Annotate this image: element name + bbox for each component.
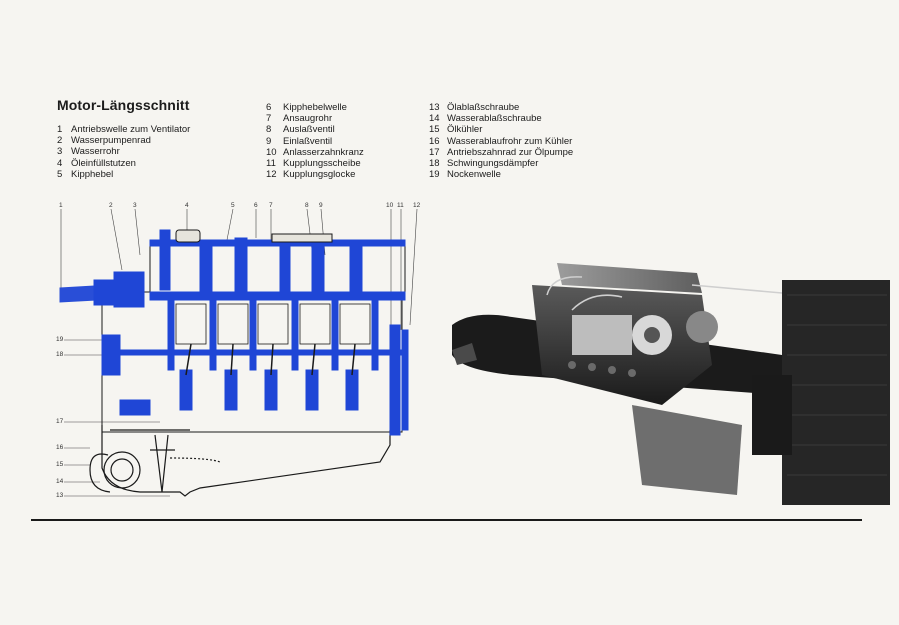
callout-number: 7 [269,202,273,209]
legend-text: Wasserablaßschraube [447,113,542,125]
legend-item: 3 Wasserrohr [57,146,190,157]
legend-item: 15 Ölkühler [429,124,573,135]
callout-number: 2 [109,202,113,209]
callout-number: 16 [56,444,64,451]
callout-number: 9 [319,202,323,209]
legend-item: 9 Einlaßventil [266,136,364,147]
legend-item: 8 Auslaßventil [266,124,364,135]
legend-text: Ansaugrohr [283,113,333,125]
legend-number: 8 [266,124,272,136]
legend-item: 12 Kupplungsglocke [266,169,364,180]
legend-number: 19 [429,169,440,181]
engine-photo-drawing [452,263,890,505]
legend-item: 1 Antriebswelle zum Ventilator [57,124,190,135]
engine-section-diagram: 1 2 3 4 5 6 7 8 9 10 11 12 19 18 17 16 1… [50,200,440,505]
legend-item: 14 Wasserablaßschraube [429,113,573,124]
callout-number: 17 [56,418,64,425]
legend-item: 17 Antriebszahnrad zur Ölpumpe [429,147,573,158]
callout-number: 6 [254,202,258,209]
legend-item: 10 Anlasserzahnkranz [266,147,364,158]
horizontal-divider [31,519,862,521]
legend-text: Ölkühler [447,124,483,136]
legend-item: 19 Nockenwelle [429,169,573,180]
legend-text: Ölablaßschraube [447,102,520,113]
page-title: Motor-Längsschnitt [57,97,190,113]
legend-item: 2 Wasserpumpenrad [57,135,190,146]
legend-text: Antriebszahnrad zur Ölpumpe [447,146,574,158]
legend-text: Kupplungsglocke [283,169,356,181]
legend-text: Einlaßventil [283,135,333,147]
legend-item: 13 Ölablaßschraube [429,102,573,113]
legend-number: 12 [266,169,277,181]
legend-number: 13 [429,102,440,113]
legend-item: 4 Öleinfüllstutzen [57,158,190,169]
callout-number: 12 [413,202,421,209]
legend-number: 1 [57,124,63,135]
legend-column-1: 1 Antriebswelle zum Ventilator 2 Wasserpum… [57,124,190,180]
legend-text: Wasserrohr [71,146,120,158]
legend-column-2: 6 Kipphebelwelle 7 Ansaugrohr 8 Auslaßventi… [266,102,364,180]
engine-section-drawing [59,208,418,497]
legend-number: 3 [57,146,63,158]
engine-photo [452,255,892,505]
legend-item: 16 Wasserablaufrohr zum Kühler [429,136,573,147]
legend-text: Öleinfüllstutzen [71,157,136,169]
callout-number: 13 [56,492,64,499]
legend-item: 11 Kupplungsscheibe [266,158,364,169]
legend-number: 6 [266,102,272,113]
legend-number: 17 [429,146,440,158]
legend-number: 15 [429,124,440,136]
legend-text: Kipphebel [71,168,114,180]
legend-text: Schwingungsdämpfer [447,158,539,170]
callout-number: 3 [133,202,137,209]
legend-number: 2 [57,135,63,147]
legend-number: 5 [57,168,63,180]
callout-number: 11 [397,202,404,209]
legend-number: 7 [266,113,272,125]
callout-number: 4 [185,202,189,209]
legend-item: 18 Schwingungsdämpfer [429,158,573,169]
legend-text: Wasserablaufrohr zum Kühler [447,135,573,147]
legend-item: 5 Kipphebel [57,169,190,180]
callout-number: 5 [231,202,235,209]
callout-number: 19 [56,336,64,343]
legend-number: 9 [266,135,272,147]
callout-number: 1 [59,202,63,209]
callout-number: 10 [386,202,394,209]
legend-text: Anlasserzahnkranz [283,146,364,158]
callout-number: 18 [56,351,64,358]
legend-number: 10 [266,146,277,158]
legend-number: 11 [266,158,276,170]
legend-number: 4 [57,157,63,169]
legend-text: Antriebswelle zum Ventilator [71,124,191,135]
legend-text: Kipphebelwelle [283,102,347,113]
legend-text: Auslaßventil [283,124,335,136]
legend-text: Wasserpumpenrad [71,135,151,147]
legend-text: Nockenwelle [447,169,501,181]
legend-number: 16 [429,135,440,147]
legend-text: Kupplungsscheibe [283,158,361,170]
legend-item: 7 Ansaugrohr [266,113,364,124]
legend-number: 14 [429,113,440,125]
callout-number: 15 [56,461,64,468]
callout-number: 8 [305,202,309,209]
callout-number: 14 [56,478,64,485]
legend-number: 18 [429,158,440,170]
legend-item: 6 Kipphebelwelle [266,102,364,113]
